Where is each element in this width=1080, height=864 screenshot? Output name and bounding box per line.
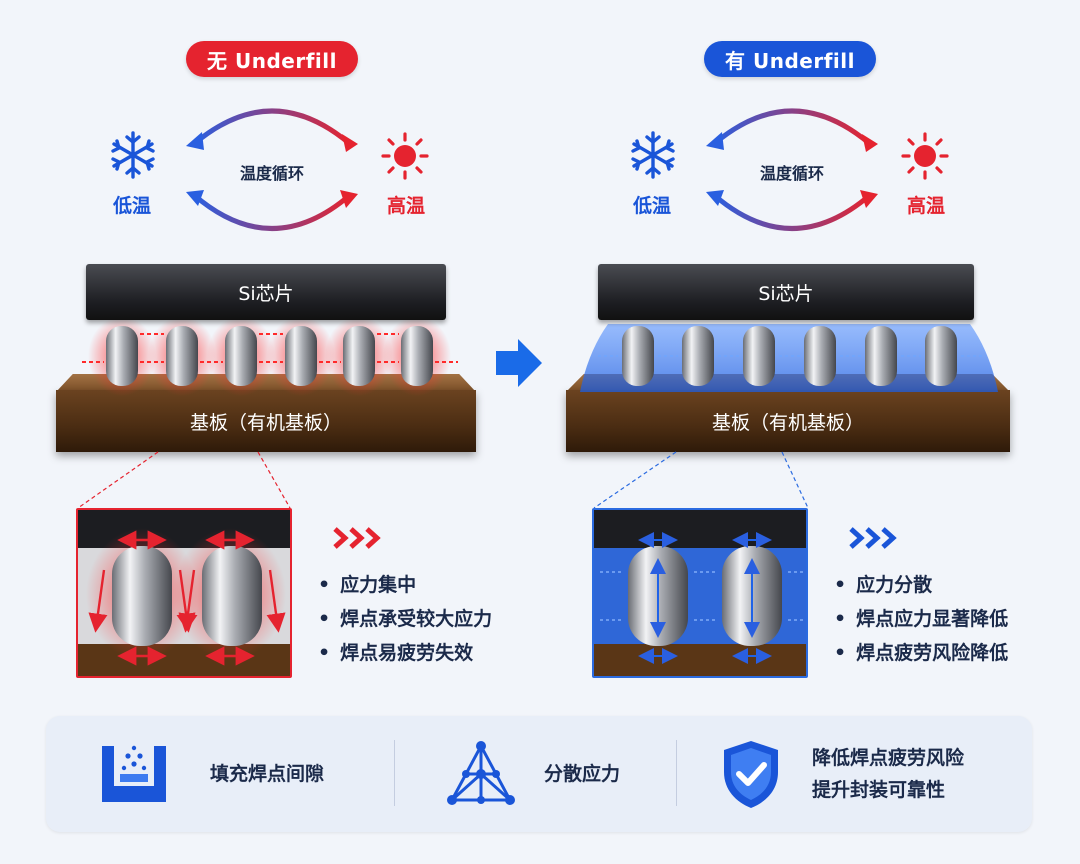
stress-network-icon — [447, 741, 515, 805]
zoom-guide-lines — [77, 451, 291, 509]
bullet-high-stress: 焊点承受较大应力 — [318, 602, 492, 636]
high-temp-label: 高温 — [386, 195, 425, 217]
benefits-bar — [46, 716, 1032, 832]
no-underfill-bullet-list: 应力集中 焊点承受较大应力 焊点易疲劳失效 — [318, 568, 492, 670]
with-underfill-bullet-list: 应力分散 焊点应力显著降低 焊点疲劳风险降低 — [834, 568, 1008, 670]
no-underfill-pill: 无 Underfill — [186, 41, 358, 77]
bullet-stress-concentration: 应力集中 — [318, 568, 492, 602]
feature-reliability: 降低焊点疲劳风险 提升封装可靠性 — [812, 742, 964, 806]
bullet-stress-dispersion: 应力分散 — [834, 568, 1008, 602]
temperature-cycle-label: 温度循环 — [759, 164, 824, 183]
low-temp-label: 低温 — [632, 195, 671, 217]
organic-substrate: 基板（有机基板） — [566, 390, 1010, 452]
red-chevrons-icon — [333, 527, 381, 549]
snowflake-icon — [111, 131, 155, 179]
organic-substrate: 基板（有机基板） — [56, 390, 476, 452]
with-underfill-pill: 有 Underfill — [704, 41, 876, 77]
stress-concentration-detail — [76, 508, 292, 678]
si-chip: Si芯片 — [598, 264, 974, 320]
snowflake-icon — [631, 131, 675, 179]
divider — [676, 740, 677, 806]
feature-reliability-line2: 提升封装可靠性 — [812, 779, 946, 801]
fill-gap-icon — [102, 745, 166, 802]
bullet-fatigue-risk-reduced: 焊点疲劳风险降低 — [834, 636, 1008, 670]
feature-disperse-stress: 分散应力 — [544, 763, 621, 785]
solder-ball-row — [82, 316, 458, 396]
bullet-fatigue-failure: 焊点易疲劳失效 — [318, 636, 492, 670]
transition-arrow-icon — [496, 339, 542, 387]
si-chip: Si芯片 — [86, 264, 446, 320]
stress-dispersion-detail — [592, 508, 808, 678]
underfill-with-solder-balls — [580, 324, 998, 392]
sun-icon — [381, 132, 429, 180]
feature-fill-gap: 填充焊点间隙 — [210, 763, 325, 785]
temperature-cycle-arrows — [186, 108, 358, 231]
divider — [394, 740, 395, 806]
zoom-guide-lines — [593, 451, 809, 509]
temperature-cycle-label: 温度循环 — [239, 164, 304, 183]
high-temp-label: 高温 — [906, 195, 945, 217]
feature-reliability-line1: 降低焊点疲劳风险 — [812, 747, 965, 769]
shield-check-icon — [724, 741, 778, 808]
sun-icon — [901, 132, 949, 180]
bullet-stress-reduced: 焊点应力显著降低 — [834, 602, 1008, 636]
blue-chevrons-icon — [849, 527, 897, 549]
temperature-cycle-arrows — [706, 108, 878, 231]
low-temp-label: 低温 — [112, 195, 151, 217]
